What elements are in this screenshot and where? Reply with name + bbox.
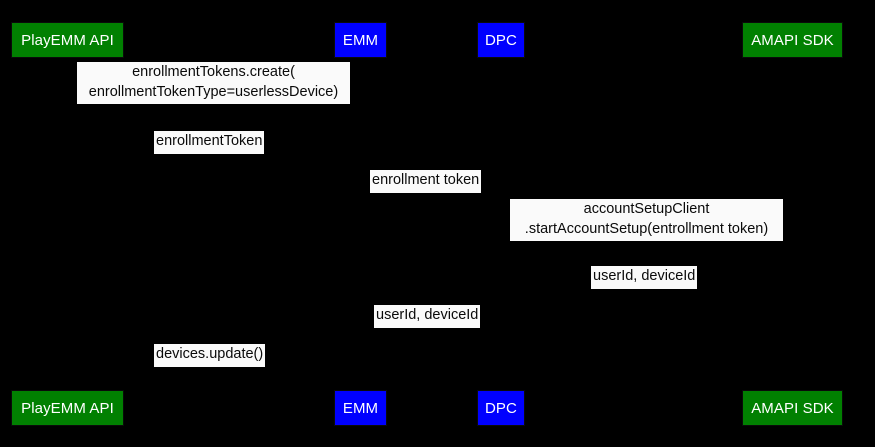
arrow-enrollment-token-to-dpc	[360, 196, 500, 197]
message-label-userid-deviceid-to-emm: userId, deviceId	[374, 305, 481, 328]
arrow-head-userid-deviceid-to-dpc	[500, 288, 508, 296]
arrow-head-enrollment-token-to-dpc	[492, 192, 500, 200]
message-line-1: enrollmentToken	[156, 133, 263, 149]
arrow-enrollment-tokens-create	[67, 108, 360, 109]
participant-label: AMAPI SDK	[751, 31, 834, 49]
message-line-2: enrollmentTokenType=userlessDevice)	[88, 83, 339, 100]
message-line-1: userId, deviceId	[593, 268, 696, 284]
lifeline-emm	[360, 58, 361, 388]
participant-dpc-top[interactable]: DPC	[477, 22, 525, 58]
arrow-head-userid-deviceid-to-emm	[360, 327, 368, 335]
participant-emm-top[interactable]: EMM	[334, 22, 387, 58]
participant-dpc-bottom[interactable]: DPC	[477, 390, 525, 426]
arrow-head-enrollment-token-return	[352, 153, 360, 161]
arrow-enrollment-token-return	[67, 157, 360, 158]
message-label-userid-deviceid-to-dpc: userId, deviceId	[591, 266, 698, 289]
participant-label: EMM	[342, 399, 379, 417]
participant-label: DPC	[485, 31, 517, 49]
lifeline-dpc	[500, 58, 501, 388]
participant-emm-bottom[interactable]: EMM	[334, 390, 387, 426]
participant-playemm-api-top[interactable]: PlayEMM API	[11, 22, 124, 58]
message-line-1: enrollmentTokens.create(	[132, 64, 295, 80]
message-line-2: .startAccountSetup(entrollment token)	[524, 220, 769, 237]
arrow-start-account-setup	[500, 244, 792, 245]
message-line-1: devices.update()	[156, 346, 264, 362]
participant-amapi-sdk-top[interactable]: AMAPI SDK	[742, 22, 843, 58]
arrow-head-enrollment-tokens-create	[67, 104, 75, 112]
message-line-1: userId, deviceId	[376, 307, 479, 323]
arrow-userid-deviceid-to-emm	[360, 331, 500, 332]
arrow-head-devices-update	[67, 366, 75, 374]
lifeline-amapi-sdk	[792, 58, 793, 388]
participant-amapi-sdk-bottom[interactable]: AMAPI SDK	[742, 390, 843, 426]
participant-label: DPC	[485, 399, 517, 417]
arrow-userid-deviceid-to-dpc	[500, 292, 792, 293]
message-line-1: enrollment token	[372, 172, 480, 188]
message-label-enrollment-token-return: enrollmentToken	[154, 131, 265, 154]
participant-label: PlayEMM API	[21, 31, 114, 49]
message-line-1: accountSetupClient	[583, 201, 710, 217]
message-label-enrollment-token-to-dpc: enrollment token	[370, 170, 482, 193]
message-label-enrollment-tokens-create: enrollmentTokens.create( enrollmentToken…	[77, 62, 350, 104]
participant-label: EMM	[342, 31, 379, 49]
participant-label: PlayEMM API	[21, 399, 114, 417]
participant-playemm-api-bottom[interactable]: PlayEMM API	[11, 390, 124, 426]
message-label-start-account-setup: accountSetupClient .startAccountSetup(en…	[510, 199, 783, 241]
participant-label: AMAPI SDK	[751, 399, 834, 417]
arrow-head-start-account-setup	[784, 240, 792, 248]
message-label-devices-update: devices.update()	[154, 344, 266, 367]
lifeline-playemm-api	[67, 58, 68, 388]
arrow-devices-update	[67, 370, 360, 371]
